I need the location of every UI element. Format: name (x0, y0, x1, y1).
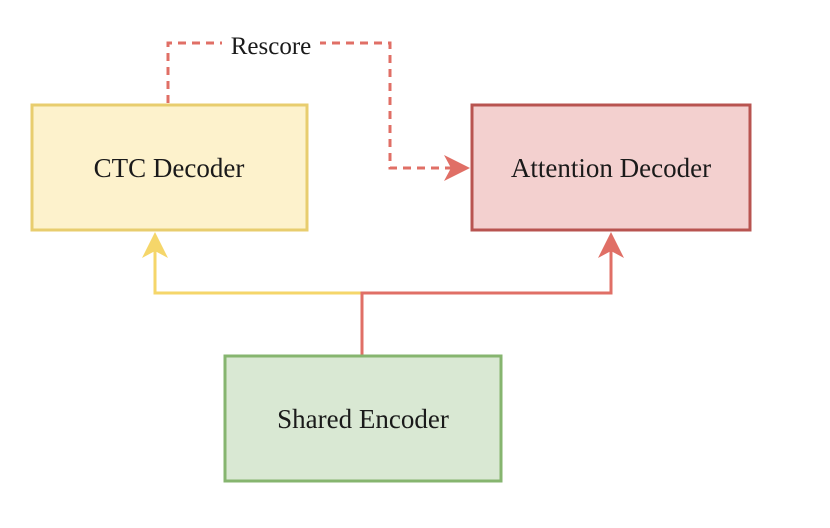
node-ctc-decoder-label: CTC Decoder (94, 153, 245, 183)
edge-encoder-to-attention-line (360, 250, 613, 355)
node-attention-decoder: Attention Decoder (470, 103, 752, 232)
node-ctc-decoder-box (30, 103, 309, 232)
node-shared-encoder-box (223, 354, 503, 483)
edge-rescore: Rescore (166, 29, 470, 181)
edge-encoder-to-ctc (142, 232, 362, 295)
node-shared-encoder: Shared Encoder (223, 354, 503, 483)
edge-encoder-to-ctc-line (153, 248, 362, 295)
node-shared-encoder-label: Shared Encoder (277, 404, 449, 434)
node-attention-decoder-box (470, 103, 752, 232)
node-attention-decoder-label: Attention Decoder (511, 153, 711, 183)
node-ctc-decoder: CTC Decoder (30, 103, 309, 232)
edge-encoder-to-attention-arrowhead (598, 232, 624, 258)
edge-rescore-line (166, 41, 452, 170)
edge-rescore-label-bg (222, 29, 320, 59)
edge-rescore-arrowhead (444, 155, 470, 181)
edge-rescore-label: Rescore (231, 33, 312, 60)
edge-encoder-to-ctc-arrowhead (142, 232, 168, 258)
edge-encoder-to-attention (360, 232, 624, 355)
